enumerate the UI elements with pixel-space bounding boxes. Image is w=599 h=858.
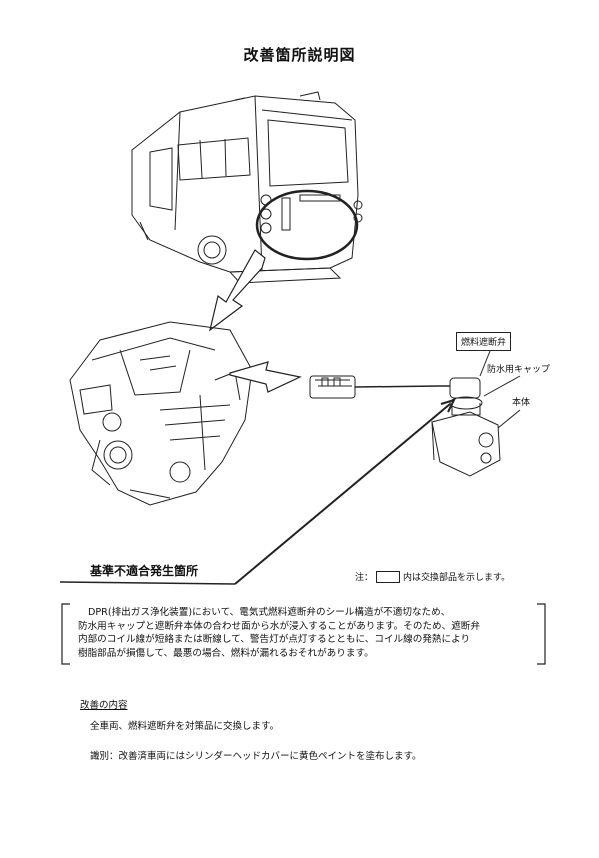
improvement-line: 全車両、燃料遮断弁を対策品に交換します。 bbox=[90, 721, 280, 732]
arrow-engine-to-valve bbox=[229, 361, 302, 393]
improvement-heading: 改善の内容 bbox=[80, 700, 128, 711]
description-line: DPR(排出ガス浄化装置)において、電気式燃料遮断弁のシール構造が不適切なため、 bbox=[88, 607, 451, 618]
callout-waterproof-cap: 防水用キャップ bbox=[487, 365, 551, 375]
callout-fuel-cutoff-valve: 燃料遮断弁 bbox=[456, 332, 512, 351]
identification-line: 識別：改善済車両にはシリンダーヘッドカバーに黄色ペイントを塗布します。 bbox=[90, 751, 422, 762]
note-prefix: 注： bbox=[355, 573, 374, 583]
fuel-cutoff-valve-illustration bbox=[431, 377, 501, 477]
description-line: 樹脂部品が損傷して、最悪の場合、燃料が漏れるおそれがあります。 bbox=[78, 647, 374, 659]
engine-illustration bbox=[69, 321, 253, 506]
left-bracket bbox=[61, 603, 70, 665]
description-line: 防水用キャップと遮断弁本体の合わせ面から水が浸入することがあります。そのため、遮… bbox=[78, 620, 480, 632]
arrow-bus-to-engine bbox=[209, 249, 266, 332]
description-line: 内部のコイル線が短絡または断線して、警告灯が点灯するとともに、コイル線の発熱によ… bbox=[78, 634, 471, 645]
highlight-ellipse bbox=[255, 189, 359, 261]
defect-location-label: 基準不適合発生箇所 bbox=[90, 564, 199, 578]
replacement-note: 注： 内は交換部品を示します。 bbox=[355, 570, 510, 583]
defect-description: DPR(排出ガス浄化装置)において、電気式燃料遮断弁のシール構造が不適切なため、… bbox=[78, 606, 533, 660]
connector-illustration bbox=[309, 375, 441, 399]
page-title: 改善箇所説明図 bbox=[243, 46, 356, 64]
right-bracket bbox=[537, 603, 546, 665]
callout-valve-body: 本体 bbox=[512, 398, 531, 408]
note-suffix: 内は交換部品を示します。 bbox=[403, 573, 511, 583]
bus-illustration bbox=[131, 91, 363, 284]
legend-box bbox=[376, 570, 401, 583]
